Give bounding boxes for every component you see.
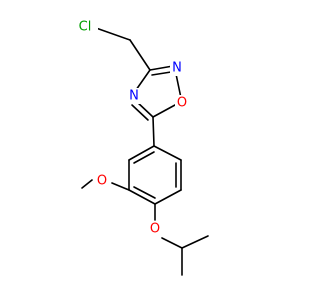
- bond-ar1-ar2: [153, 145, 182, 161]
- bond-oiso-ch: [161, 237, 183, 249]
- bond-omethoxy-me: [81, 179, 93, 189]
- bond-c5-aryl: [152, 116, 155, 147]
- bond-n4-c3: [135, 69, 151, 91]
- bond-o1-c5: [152, 104, 176, 118]
- n-top-label: N: [172, 61, 182, 76]
- bond-c3-n2: [149, 65, 174, 71]
- bond-ar4-ar5-inner: [133, 186, 156, 199]
- bond-ar3-ar4: [154, 189, 182, 205]
- n-left-label: N: [129, 89, 139, 104]
- atom-labels: Cl N N O O O: [72, 18, 189, 237]
- bond-ch-me1: [181, 235, 209, 249]
- bond-cl-ch2: [95, 27, 131, 41]
- bond-n2-o1: [175, 73, 182, 99]
- oxygen-atom-ring: O: [175, 95, 189, 111]
- cl-label: Cl: [79, 20, 92, 35]
- oxygen-atom-isopropoxy: O: [148, 221, 162, 237]
- o-isopropoxy-label: O: [150, 222, 160, 237]
- bond-ar6-ar1-inner: [133, 151, 155, 164]
- bond-c3-n2-double: [151, 71, 172, 76]
- bond-ch2-c3: [129, 39, 151, 71]
- oxygen-atom-methoxy: O: [95, 173, 109, 189]
- bond-ar6-ar1: [128, 145, 155, 161]
- nitrogen-atom-top: N: [170, 60, 184, 76]
- bond-c5-n4-double: [131, 104, 149, 121]
- bond-ar4-ar5: [128, 189, 156, 205]
- structure-svg: Cl N N O O O: [72, 18, 209, 276]
- nitrogen-atom-left: N: [127, 88, 141, 104]
- molecule-diagram: Cl N N O O O: [72, 18, 209, 276]
- o-ring-label: O: [177, 96, 187, 111]
- chlorine-atom: Cl: [72, 18, 98, 36]
- bond-ar5-omethoxy: [111, 182, 130, 191]
- o-methoxy-label: O: [97, 174, 107, 189]
- bonds: [81, 27, 209, 276]
